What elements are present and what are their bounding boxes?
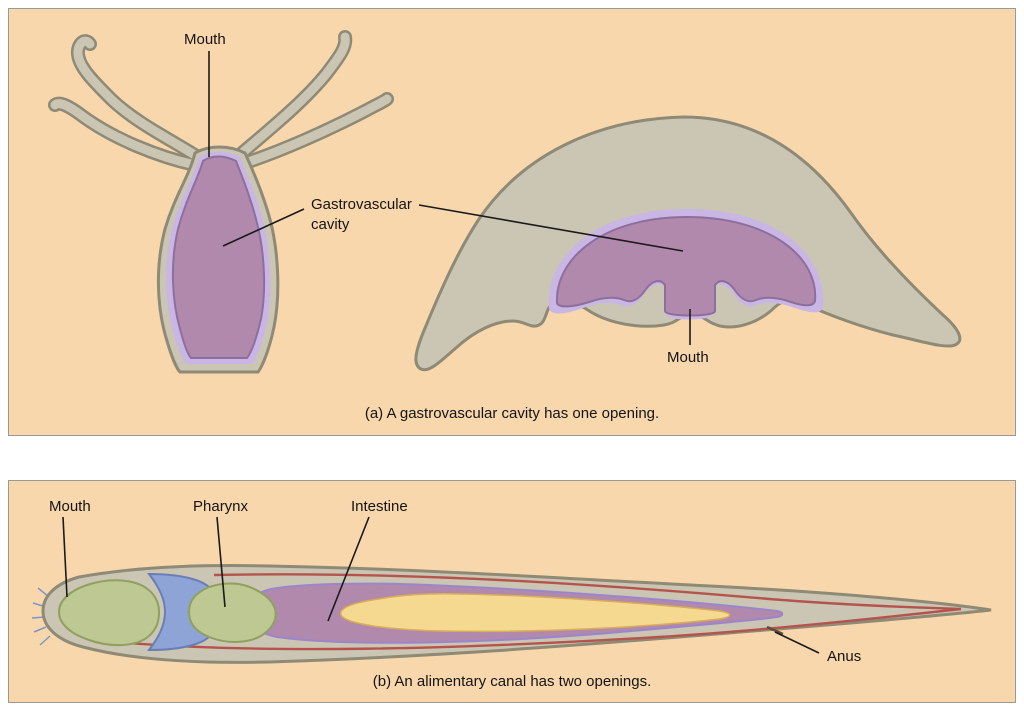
leader-line-mouth xyxy=(62,516,68,598)
hydra-gastrovascular-cavity xyxy=(171,155,266,359)
worm-mouth-mass xyxy=(57,579,161,647)
leader-line-gastrovascular-right xyxy=(418,204,684,252)
worm-anus xyxy=(766,625,784,636)
gastrovascular-diagram xyxy=(48,30,962,374)
nematode-figure xyxy=(31,564,992,664)
label-pharynx: Pharynx xyxy=(193,498,249,515)
label-intestine: Intestine xyxy=(351,498,408,515)
medusa-figure xyxy=(414,115,962,372)
label-mouth-medusa: Mouth xyxy=(667,349,709,366)
hydra-tentacles xyxy=(48,30,394,172)
leader-line-anus xyxy=(774,631,820,654)
panel-gastrovascular-cavity: Mouth Gastrovascular cavity Mouth (a) A … xyxy=(8,8,1016,436)
label-mouth: Mouth xyxy=(49,498,91,515)
label-mouth-hydra: Mouth xyxy=(184,31,226,48)
medusa-gastrovascular-cavity xyxy=(555,215,817,317)
ventral-nerve-cord xyxy=(103,607,962,651)
label-gastrovascular-cavity: Gastrovascular cavity xyxy=(311,196,412,233)
leader-line-gastrovascular-left xyxy=(222,208,305,247)
dorsal-nerve-cord xyxy=(213,573,962,611)
worm-pharynx xyxy=(187,582,277,643)
leader-line-intestine xyxy=(327,516,370,622)
alimentary-canal-diagram xyxy=(31,516,992,664)
hydra-figure xyxy=(48,30,394,374)
caption-panel-b: (b) An alimentary canal has two openings… xyxy=(372,673,652,690)
worm-gonad xyxy=(340,593,731,633)
panel-alimentary-canal: Mouth Pharynx Intestine Anus (b) An alim… xyxy=(8,480,1016,703)
label-anus: Anus xyxy=(827,648,862,665)
caption-panel-a: (a) A gastrovascular cavity has one open… xyxy=(364,405,660,422)
leader-line-pharynx xyxy=(216,516,226,608)
